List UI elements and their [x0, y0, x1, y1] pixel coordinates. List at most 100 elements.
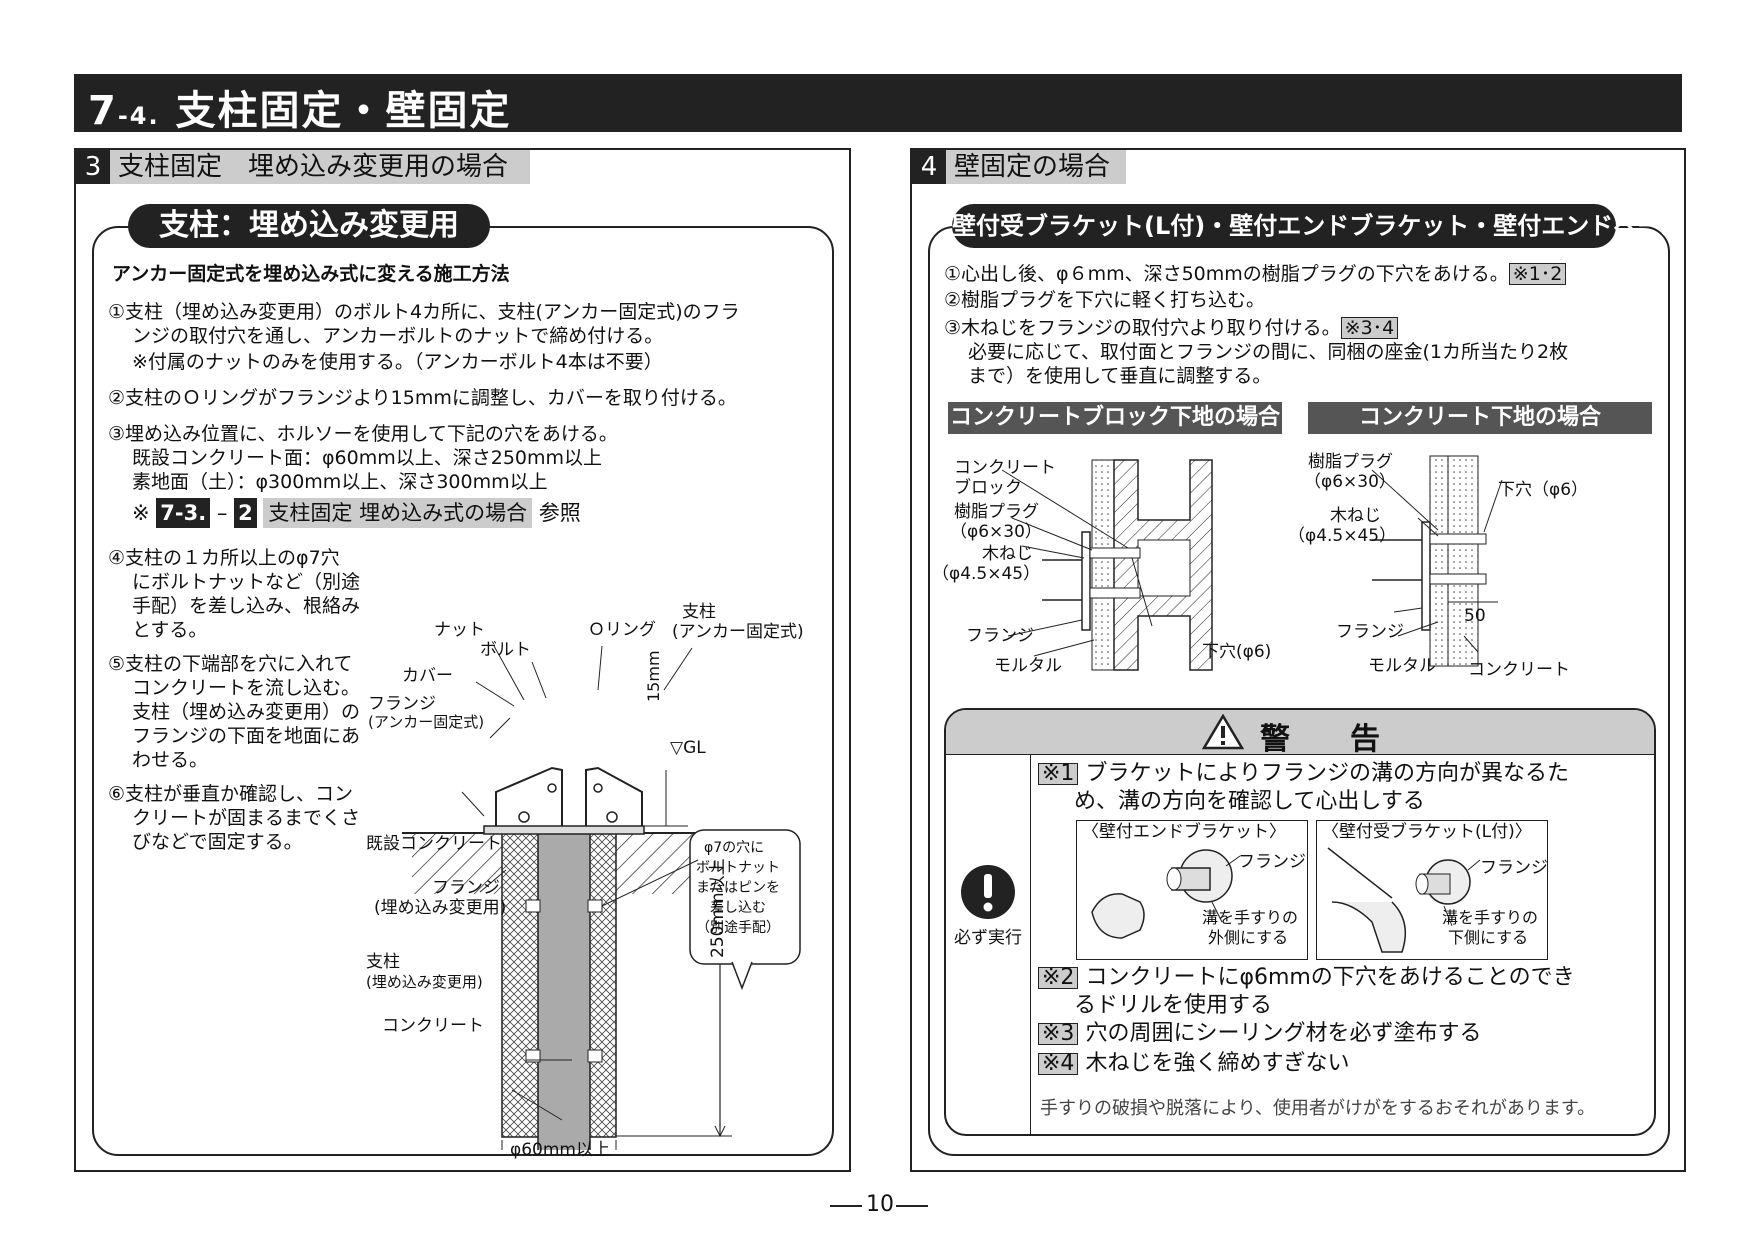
step-2: ②支柱のＯリングがフランジより15mmに調整し、カバーを取り付ける。 [108, 387, 737, 409]
l-bracket-title: 〈壁付受ブラケット(L付)〉 [1322, 822, 1532, 842]
diag-cover: カバー [402, 666, 453, 686]
diag-callout-4: 差し込む [710, 900, 766, 916]
warning-box: 警 告 必ず実行 ※1 ブラケットによりフランジの溝の方向が異なるた め、溝の方… [944, 708, 1656, 1136]
d2-screw-2: （φ4.5×45） [1288, 526, 1397, 546]
d1-block-2: ブロック [954, 478, 1022, 498]
warning-footer: 手すりの破損や脱落により、使用者がけがをするおそれがあります。 [1040, 1098, 1596, 1119]
diag-oring: Ｏリング [588, 620, 656, 640]
step-3-existing: 既設コンクリート面：φ60mm以上、深さ250mm以上 [132, 447, 603, 469]
page-number-line-right [896, 1205, 928, 1207]
d1-plug-1: 樹脂プラグ [954, 502, 1039, 522]
diag-post-emb-2: (埋め込み変更用) [366, 973, 483, 991]
d1-screw-2: （φ4.5×45） [932, 564, 1041, 584]
diag-callout-5: （別途手配） [696, 920, 780, 936]
post-embed-diagram [402, 645, 801, 1150]
warning-triangle-icon [1202, 714, 1244, 750]
diag-flange-anchor-2: (アンカー固定式) [368, 713, 485, 731]
d2-hole: 下穴（φ6） [1498, 480, 1589, 500]
warn-1b: め、溝の方向を確認して心出しする [1074, 789, 1425, 814]
step-5e: わせる。 [132, 749, 209, 771]
diag-post-emb-1: 支柱 [366, 952, 400, 972]
d1-screw-1: 木ねじ [982, 544, 1033, 564]
step-5c: 支柱（埋め込み変更用）の [132, 701, 361, 723]
l-bracket-icon [1327, 847, 1481, 953]
reference-line: ※ 7-3. – 2 支柱固定 埋め込み式の場合 参照 [132, 498, 581, 528]
must-do-label: 必ず実行 [954, 928, 1022, 948]
sub-concrete: コンクリート下地の場合 [1308, 402, 1652, 434]
page-number: 10 [866, 1192, 894, 1217]
wall-pill: 壁付受ブラケット(L付)・壁付エンドブラケット・壁付エンドベース [952, 204, 1684, 248]
step-4d: とする。 [132, 619, 208, 641]
l-bracket-note-1: 溝を手すりの [1442, 908, 1539, 927]
warn-1a: ※1 ブラケットによりフランジの溝の方向が異なるた [1038, 760, 1569, 788]
ref-chapter[interactable]: 7-3. [156, 498, 211, 528]
d1-plug-2: （φ6×30） [950, 522, 1042, 542]
end-bracket-note-1: 溝を手すりの [1202, 908, 1299, 927]
d2-mortar: モルタル [1368, 656, 1436, 676]
step-1b: ンジの取付穴を通し、アンカーボルトのナットで締め付ける。 [132, 325, 664, 347]
page-number-line-left [830, 1205, 862, 1207]
d1-flange: フランジ [966, 626, 1034, 646]
diag-dim-15: 15mm [644, 650, 663, 702]
wall-step-3b: 必要に応じて、取付面とフランジの間に、同梱の座金(1カ所当たり2枚 [968, 341, 1569, 363]
step-3: ③埋め込み位置に、ホルソーを使用して下記の穴をあける。 [108, 423, 618, 445]
wall-step-2: ②樹脂プラグを下穴に軽く打ち込む。 [944, 289, 1266, 311]
warn-3: ※3 穴の周囲にシーリング材を必ず塗布する [1038, 1020, 1481, 1048]
block-wall-diagram [1001, 459, 1213, 671]
diag-post-anchor-2: (アンカー固定式) [672, 622, 804, 642]
end-bracket-icon [1091, 849, 1241, 939]
warning-header [946, 710, 1654, 755]
diag-existing: 既設コンクリート [366, 834, 502, 854]
embed-pill: 支柱：埋め込み変更用 [128, 204, 490, 248]
diag-callout-1: φ7の穴に [704, 840, 765, 856]
warn-4: ※4 木ねじを強く締めすぎない [1038, 1050, 1349, 1078]
wall-step-3: ③木ねじをフランジの取付穴より取り付ける。※3･4 [944, 316, 1399, 340]
warning-divider [1030, 754, 1031, 1136]
step-6c: びなどで固定する。 [132, 831, 303, 853]
end-bracket-note-2: 外側にする [1208, 928, 1289, 947]
step-1-note: ※付属のナットのみを使用する。（アンカーボルト4本は不要） [132, 351, 663, 373]
step-4a: ④支柱の１カ所以上のφ7穴 [108, 547, 340, 569]
step-1a: ①支柱（埋め込み変更用）のボルト4カ所に、支柱(アンカー固定式)のフラ [108, 301, 740, 323]
exclamation-icon [961, 865, 1015, 919]
l-bracket-note-2: 下側にする [1448, 928, 1529, 947]
diag-flange-emb-1: フランジ [432, 878, 500, 898]
step-3-soil: 素地面（土）：φ300mm以上、深さ300mm以上 [132, 471, 548, 493]
diag-dim-60: φ60mm以上 [510, 1140, 610, 1160]
step-5d: フランジの下面を地面にあ [132, 725, 361, 747]
warn-2a: ※2 コンクリートにφ6mmの下穴をあけることのでき [1038, 964, 1575, 992]
wall-step-1: ①心出し後、φ６mm、深さ50mmの樹脂プラグの下穴をあける。※1･2 [944, 262, 1567, 286]
diag-callout-2: ボルトナット [696, 860, 780, 876]
diag-bolt: ボルト [480, 640, 531, 660]
diag-concrete: コンクリート [382, 1016, 484, 1036]
l-bracket-flange: フランジ [1480, 858, 1548, 878]
d2-plug-1: 樹脂プラグ [1308, 452, 1393, 472]
diag-flange-anchor-1: フランジ [368, 694, 436, 714]
warning-title: 警 告 [1260, 722, 1380, 757]
diag-callout-3: またはピンを [696, 880, 780, 896]
step-6a: ⑥支柱が垂直か確認し、コン [108, 783, 354, 805]
d1-block-1: コンクリート [954, 458, 1056, 478]
step-4b: にボルトナットなど（別途 [132, 571, 361, 593]
d2-plug-2: （φ6×30） [1304, 472, 1396, 492]
d2-dim-50: 50 [1464, 606, 1486, 626]
method-heading: アンカー固定式を埋め込み式に変える施工方法 [112, 263, 510, 285]
step-5b: コンクリートを流し込む。 [132, 677, 361, 699]
diag-gl: ▽GL [670, 738, 706, 758]
concrete-wall-diagram [1371, 455, 1503, 667]
page-header: 7-4. 支柱固定・壁固定 [74, 74, 1682, 134]
sub-block: コンクリートブロック下地の場合 [948, 402, 1282, 434]
d2-concrete: コンクリート [1468, 660, 1570, 680]
diag-dim-250: 250mm以上 [708, 858, 728, 958]
diag-flange-emb-2: (埋め込み変更用) [374, 898, 507, 918]
d2-flange: フランジ [1336, 622, 1404, 642]
d1-hole: 下穴(φ6) [1202, 642, 1272, 662]
ref-title[interactable]: 支柱固定 埋め込み式の場合 [263, 498, 533, 528]
step-6b: クリートが固まるまでくさ [132, 807, 361, 829]
d2-screw-1: 木ねじ [1330, 506, 1381, 526]
page-title: 7-4. 支柱固定・壁固定 [88, 88, 512, 134]
